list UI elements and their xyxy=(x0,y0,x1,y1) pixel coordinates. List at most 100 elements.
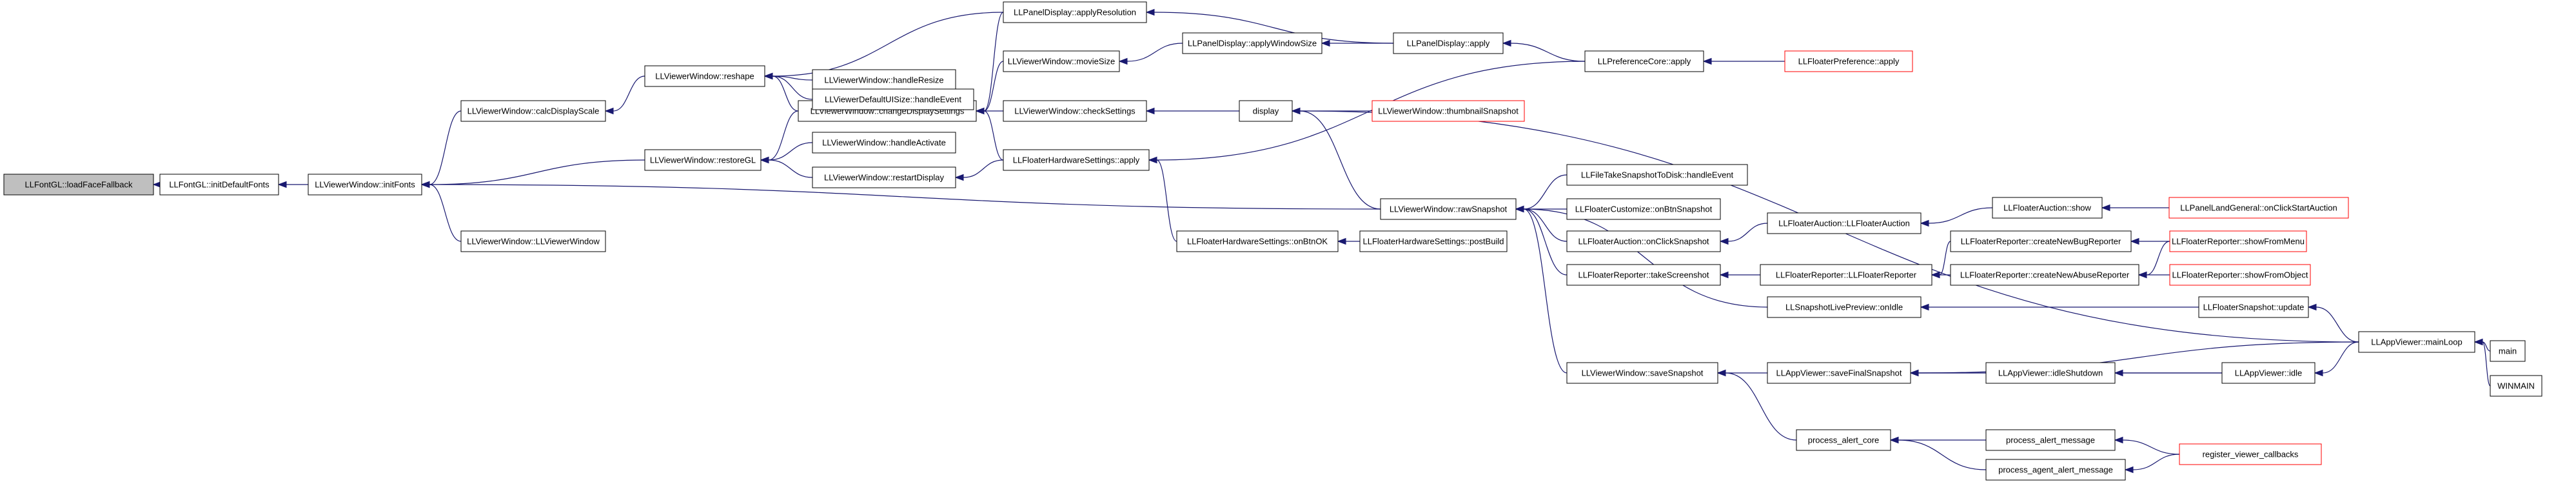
node-llappviewer-idle[interactable]: LLAppViewer::idle xyxy=(2221,362,2315,384)
node-llsnapshotlivepreview-onidle[interactable]: LLSnapshotLivePreview::onIdle xyxy=(1767,296,1922,318)
node-llviewerwindow-checksettings[interactable]: LLViewerWindow::checkSettings xyxy=(1003,100,1147,122)
node-box xyxy=(2169,264,2311,286)
node-llviewerwindow-thumbnailsnapshot[interactable]: LLViewerWindow::thumbnailSnapshot xyxy=(1372,100,1525,122)
edge-arrowhead xyxy=(1920,219,1929,227)
node-box xyxy=(1985,362,2116,384)
node-llviewerwindow-rawsnapshot[interactable]: LLViewerWindow::rawSnapshot xyxy=(1380,198,1517,220)
node-box xyxy=(1584,50,1704,72)
node-llviewerwindow-reshape[interactable]: LLViewerWindow::reshape xyxy=(644,65,765,87)
edge-line xyxy=(429,110,462,185)
edge-arrowhead xyxy=(604,107,614,115)
node-llfloaterpreference-apply[interactable]: LLFloaterPreference::apply xyxy=(1784,50,1913,72)
node-main[interactable]: main xyxy=(2490,340,2526,362)
node-process-alert-message[interactable]: process_alert_message xyxy=(1985,429,2116,451)
node-llviewerwindow-llviewerwindow[interactable]: LLViewerWindow::LLViewerWindow xyxy=(460,230,606,252)
node-box xyxy=(1985,459,2126,481)
node-llfloaterauction-show[interactable]: LLFloaterAuction::show xyxy=(1992,197,2103,219)
node-display[interactable]: display xyxy=(1239,100,1293,122)
call-edge-2 xyxy=(420,110,462,188)
node-box xyxy=(1380,198,1517,220)
node-llviewerwindow-initfonts[interactable]: LLViewerWindow::initFonts xyxy=(308,174,422,196)
node-label: process_alert_message xyxy=(2006,436,2095,445)
call-edge-40 xyxy=(1719,271,1760,279)
node-llfloaterauction-llfloaterauction[interactable]: LLFloaterAuction::LLFloaterAuction xyxy=(1767,212,1922,234)
edge-arrowhead xyxy=(1889,436,1899,444)
node-llviewerwindow-restartdisplay[interactable]: LLViewerWindow::restartDisplay xyxy=(812,166,956,188)
call-edge-57 xyxy=(2114,436,2180,455)
edge-layer xyxy=(152,8,2491,474)
node-llpaneldisplay-applywindowsize[interactable]: LLPanelDisplay::applyWindowSize xyxy=(1182,32,1322,54)
edge-line xyxy=(768,110,799,161)
node-llfontgl-initdefaultfonts[interactable]: LLFontGL::initDefaultFonts xyxy=(159,174,279,196)
node-llfloatersnapshot-update[interactable]: LLFloaterSnapshot::update xyxy=(2198,296,2309,318)
node-box xyxy=(1372,100,1525,122)
node-llfloaterreporter-createnewbugreporter[interactable]: LLFloaterReporter::createNewBugReporter xyxy=(1950,230,2132,252)
node-llviewerwindow-calcdisplayscale[interactable]: LLViewerWindow::calcDisplayScale xyxy=(460,100,606,122)
node-llappviewer-mainloop[interactable]: LLAppViewer::mainLoop xyxy=(2358,331,2475,353)
node-label: LLViewerWindow::thumbnailSnapshot xyxy=(1378,106,1519,116)
call-edge-42 xyxy=(1931,271,1951,279)
edge-line xyxy=(983,110,1004,161)
node-label: LLViewerWindow::initFonts xyxy=(315,180,415,190)
edge-arrowhead xyxy=(954,174,964,181)
call-edge-22 xyxy=(1145,107,1239,115)
call-edge-36 xyxy=(1515,205,1568,374)
node-llpanellandgeneral-onclickstartauction[interactable]: LLPanelLandGeneral::onClickStartAuction xyxy=(2168,197,2349,219)
node-label: LLFloaterReporter::createNewAbuseReporte… xyxy=(1960,270,2130,280)
node-llviewerwindow-restoregl[interactable]: LLViewerWindow::restoreGL xyxy=(644,149,762,171)
node-label: LLFloaterHardwareSettings::onBtnOK xyxy=(1187,237,1328,246)
node-llpaneldisplay-apply[interactable]: LLPanelDisplay::apply xyxy=(1393,32,1504,54)
call-edge-56 xyxy=(1889,436,1987,470)
node-llfloaterreporter-createnewabusereporter[interactable]: LLFloaterReporter::createNewAbuseReporte… xyxy=(1950,264,2139,286)
edge-line xyxy=(1939,241,1951,276)
node-winmain[interactable]: WINMAIN xyxy=(2490,375,2542,397)
node-llfloaterreporter-takescreenshot[interactable]: LLFloaterReporter::takeScreenshot xyxy=(1566,264,1721,286)
node-llpaneldisplay-applyresolution[interactable]: LLPanelDisplay::applyResolution xyxy=(1003,1,1147,23)
node-llfiletakesnapshottodisk-handleevent[interactable]: LLFileTakeSnapshotToDisk::handleEvent xyxy=(1566,164,1748,186)
node-process-agent-alert-message[interactable]: process_agent_alert_message xyxy=(1985,459,2126,481)
call-edge-25 xyxy=(1337,237,1361,245)
node-llfloaterhardwaresettings-postbuild[interactable]: LLFloaterHardwareSettings::postBuild xyxy=(1359,230,1508,252)
edge-line xyxy=(1523,208,1568,374)
node-box xyxy=(812,88,974,110)
node-label: LLFontGL::initDefaultFonts xyxy=(169,180,270,190)
call-edge-18 xyxy=(954,159,1004,181)
node-box xyxy=(308,174,422,196)
node-llfloaterhardwaresettings-onbtnok[interactable]: LLFloaterHardwareSettings::onBtnOK xyxy=(1176,230,1339,252)
node-label: LLFloaterAuction::show xyxy=(2003,203,2091,213)
edge-arrowhead xyxy=(277,181,287,188)
node-process-alert-core[interactable]: process_alert_core xyxy=(1796,429,1891,451)
node-box xyxy=(2198,296,2309,318)
node-llpreferencecore-apply[interactable]: LLPreferenceCore::apply xyxy=(1584,50,1704,72)
node-llfloaterhardwaresettings-apply[interactable]: LLFloaterHardwareSettings::apply xyxy=(1003,149,1150,171)
node-llfloaterreporter-llfloaterreporter[interactable]: LLFloaterReporter::LLFloaterReporter xyxy=(1760,264,1932,286)
node-box xyxy=(644,65,765,87)
node-box xyxy=(1566,362,1718,384)
call-edge-27 xyxy=(1702,57,1785,65)
node-llviewerdefaultuisize-handleevent[interactable]: LLViewerDefaultUISize::handleEvent xyxy=(812,88,974,110)
edge-arrowhead xyxy=(2138,271,2147,279)
node-llfontgl-loadfacefallback[interactable]: LLFontGL::loadFaceFallback xyxy=(3,174,154,196)
node-llappviewer-savefinalsnapshot[interactable]: LLAppViewer::saveFinalSnapshot xyxy=(1767,362,1911,384)
edge-line xyxy=(772,75,799,112)
node-box xyxy=(1950,230,2132,252)
node-llviewerwindow-handleactivate[interactable]: LLViewerWindow::handleActivate xyxy=(812,132,956,154)
edge-line xyxy=(1523,208,1568,276)
call-edge-7 xyxy=(760,110,799,164)
edge-line xyxy=(1523,174,1568,210)
node-llviewerwindow-savesnapshot[interactable]: LLViewerWindow::saveSnapshot xyxy=(1566,362,1718,384)
call-edge-53 xyxy=(2114,369,2222,377)
node-llfloaterreporter-showfromobject[interactable]: LLFloaterReporter::showFromObject xyxy=(2169,264,2311,286)
edge-arrowhead xyxy=(2114,436,2123,444)
node-label: LLViewerWindow::handleResize xyxy=(824,75,943,85)
node-llfloaterauction-onclicksnapshot[interactable]: LLFloaterAuction::onClickSnapshot xyxy=(1566,230,1721,252)
node-llappviewer-idleshutdown[interactable]: LLAppViewer::idleShutdown xyxy=(1985,362,2116,384)
node-llviewerwindow-moviesize[interactable]: LLViewerWindow::movieSize xyxy=(1003,50,1120,72)
node-label: LLViewerWindow::LLViewerWindow xyxy=(467,237,600,246)
node-llfloatercustomize-onbtnsnapshot[interactable]: LLFloaterCustomize::onBtnSnapshot xyxy=(1566,198,1721,220)
node-llviewerwindow-handleresize[interactable]: LLViewerWindow::handleResize xyxy=(812,69,956,91)
node-box xyxy=(1767,296,1922,318)
node-llfloaterreporter-showfrommenu[interactable]: LLFloaterReporter::showFromMenu xyxy=(2169,230,2307,252)
node-register-viewer-callbacks[interactable]: register_viewer_callbacks xyxy=(2179,443,2322,465)
node-label: LLViewerWindow::calcDisplayScale xyxy=(467,106,600,116)
